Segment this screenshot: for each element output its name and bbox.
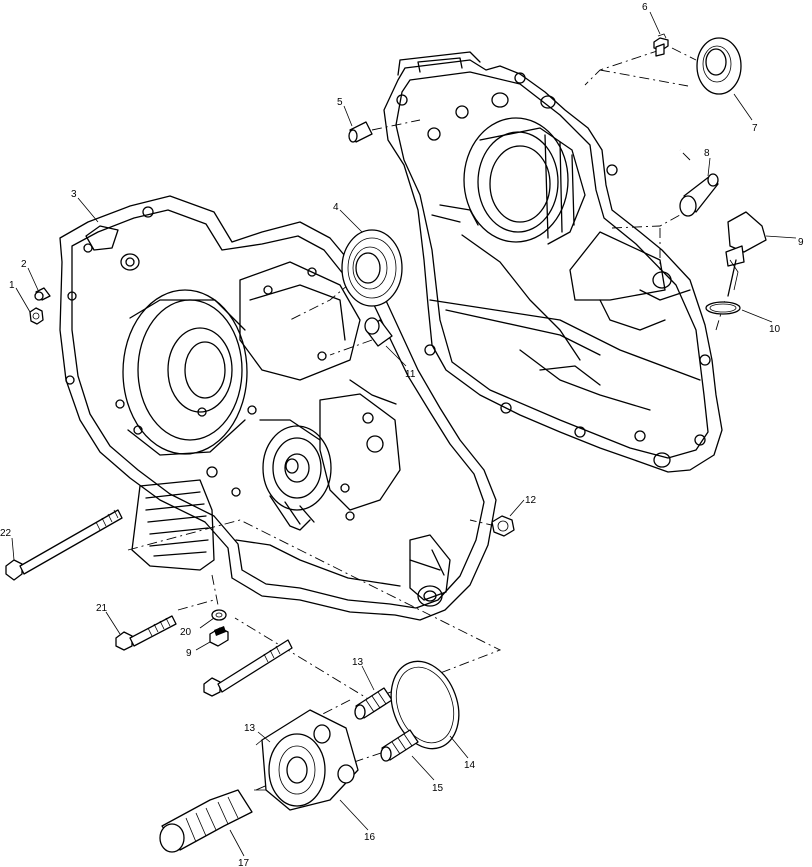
part-17-filter-stud (159, 789, 253, 853)
callout-20: 20 (180, 627, 192, 638)
part-8-fitting (679, 173, 719, 217)
part-12-nut (491, 515, 515, 537)
callout-15: 15 (432, 783, 444, 794)
part-2-dowel-pin (34, 287, 51, 301)
part-14-o-ring (390, 660, 460, 750)
part-11-bushing (364, 317, 393, 347)
part-21-bolt (115, 615, 177, 651)
callout-11: 11 (405, 369, 416, 380)
callout-12: 12 (525, 495, 537, 506)
part-16-filter-adapter (254, 709, 359, 811)
right-crankcase-half (383, 51, 723, 473)
part-7-oil-seal (696, 37, 742, 95)
callout-13-top: 13 (352, 657, 364, 668)
part-long-bolt-lower (203, 639, 293, 697)
callout-17: 17 (238, 858, 250, 867)
callout-9-dipstick: 9 (798, 237, 804, 248)
callout-6: 6 (642, 2, 648, 13)
part-5-dowel-pin (348, 121, 373, 143)
callout-4: 4 (333, 202, 339, 213)
callout-3: 3 (71, 189, 77, 200)
callout-5: 5 (337, 97, 343, 108)
callout-9-drain-plug: 9 (186, 648, 192, 659)
callout-13-left: 13 (244, 723, 256, 734)
part-9-drain-plug (209, 626, 229, 647)
part-22-long-bolt (5, 509, 123, 581)
callout-14: 14 (464, 760, 476, 771)
part-4-bearing (341, 229, 403, 307)
part-10-o-ring (705, 301, 741, 315)
callout-8: 8 (704, 148, 710, 159)
callout-22: 22 (0, 528, 12, 539)
leader-lines (11, 11, 797, 857)
callout-2: 2 (21, 259, 27, 270)
left-crankcase-half (59, 195, 497, 621)
callout-21: 21 (96, 603, 108, 614)
callout-10: 10 (769, 324, 781, 335)
part-15-nipple (380, 729, 419, 762)
callout-7: 7 (752, 123, 758, 134)
part-13-nipple (354, 687, 393, 720)
part-9-dipstick (725, 211, 767, 297)
callout-16: 16 (364, 832, 376, 843)
callout-1: 1 (9, 280, 15, 291)
part-6-bolt (653, 33, 669, 57)
part-20-washer (211, 609, 227, 621)
part-1-nut (29, 307, 44, 325)
